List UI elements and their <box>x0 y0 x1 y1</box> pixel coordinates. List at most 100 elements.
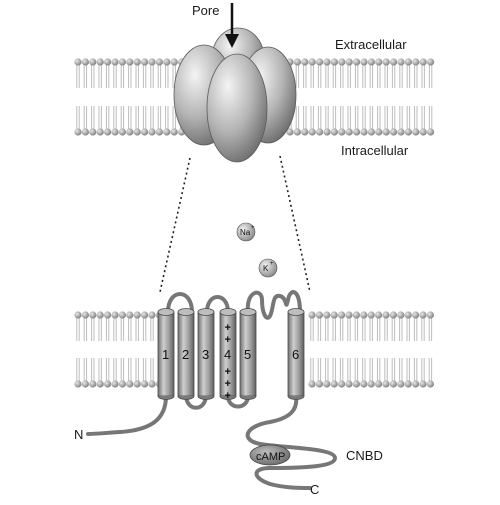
lipid-head <box>367 311 375 319</box>
lipid-head <box>330 311 338 319</box>
n-terminus-tail <box>86 394 168 436</box>
membrane-bilayer-top <box>74 58 435 136</box>
lipid-head <box>389 380 397 388</box>
lipid-head <box>89 128 97 136</box>
c-terminus-tail <box>245 394 338 490</box>
lipid-head <box>141 58 149 66</box>
helix-s5: 5 <box>239 308 257 400</box>
pore-loop <box>245 290 302 320</box>
lipid-head <box>155 128 163 136</box>
lipid-head <box>338 128 346 136</box>
intracellular-label: Intracellular <box>341 143 409 158</box>
lipid-head <box>301 128 309 136</box>
lipid-head <box>353 128 361 136</box>
helix-label-s1: 1 <box>162 347 169 362</box>
extracellular-label: Extracellular <box>335 37 407 52</box>
lipid-head <box>323 128 331 136</box>
lipid-head <box>390 58 398 66</box>
zoom-line-right <box>279 155 311 293</box>
lipid-head <box>330 380 338 388</box>
lipid-head <box>118 380 126 388</box>
helix-top-cap <box>239 308 257 316</box>
lipid-head <box>427 58 435 66</box>
pore-arrow <box>225 3 239 48</box>
lipid-head <box>104 58 112 66</box>
lipid-head <box>111 380 119 388</box>
lipid-head <box>367 128 375 136</box>
lipid-head <box>308 128 316 136</box>
lipid-head <box>141 128 149 136</box>
lipid-head <box>419 128 427 136</box>
lipid-head <box>315 380 323 388</box>
lipid-head <box>141 380 149 388</box>
lipid-head <box>352 380 360 388</box>
lipid-head <box>375 380 383 388</box>
lipid-head <box>316 58 324 66</box>
lipid-head <box>323 58 331 66</box>
lipid-head <box>315 311 323 319</box>
lipid-head <box>375 128 383 136</box>
potassium-symbol: K <box>263 264 269 273</box>
lipid-head <box>367 380 375 388</box>
lipid-head <box>74 311 82 319</box>
lipid-head <box>111 128 119 136</box>
helix-s1: 1 <box>157 308 175 400</box>
lipid-head <box>308 380 316 388</box>
lipid-head <box>360 380 368 388</box>
helix-top-cap <box>287 308 305 316</box>
lipid-head <box>89 311 97 319</box>
lipid-head <box>367 58 375 66</box>
lipid-head <box>170 128 178 136</box>
lipid-head <box>419 311 427 319</box>
lipid-head <box>382 311 390 319</box>
lipid-head <box>338 311 346 319</box>
lipid-head <box>412 311 420 319</box>
lipid-head <box>155 58 163 66</box>
sodium-symbol: Na <box>240 228 251 237</box>
lipid-head <box>426 311 434 319</box>
helix-top-cap <box>219 308 237 316</box>
lipid-head <box>89 58 97 66</box>
helix-bottom-cap <box>219 395 237 400</box>
lipid-head <box>118 128 126 136</box>
n-terminus-label: N <box>74 427 83 442</box>
helix-label-s5: 5 <box>244 347 251 362</box>
lipid-head <box>382 58 390 66</box>
helix-label-s3: 3 <box>202 347 209 362</box>
lipid-head <box>293 128 301 136</box>
helix-s4: 4 <box>219 308 237 400</box>
helix-bottom-cap <box>177 395 195 400</box>
helix-s3: 3 <box>197 308 215 400</box>
lipid-head <box>133 128 141 136</box>
lipid-head <box>133 380 141 388</box>
lipid-head <box>345 380 353 388</box>
potassium-charge: + <box>270 261 274 267</box>
lipid-head <box>148 58 156 66</box>
lipid-head <box>426 380 434 388</box>
cnbd-label: CNBD <box>346 448 383 463</box>
lipid-head <box>375 311 383 319</box>
lipid-head <box>316 128 324 136</box>
lipid-head <box>163 128 171 136</box>
lipid-head <box>360 311 368 319</box>
lipid-head <box>330 58 338 66</box>
lipid-head <box>412 380 420 388</box>
helix-bottom-cap <box>287 395 305 400</box>
lipid-head <box>397 128 405 136</box>
lipid-head <box>170 58 178 66</box>
lipid-head <box>397 58 405 66</box>
lipid-head <box>397 311 405 319</box>
s4-voltage-sensor-charges: +++++ <box>225 322 231 402</box>
lipid-head <box>118 311 126 319</box>
lipid-head <box>133 58 141 66</box>
helix-label-s2: 2 <box>182 347 189 362</box>
lipid-head <box>330 128 338 136</box>
loop-s1-s2-extracellular <box>166 292 194 314</box>
lipid-head <box>126 58 134 66</box>
helix-s6: 6 <box>287 308 305 400</box>
lipid-head <box>163 58 171 66</box>
lipid-head <box>126 311 134 319</box>
lipid-head <box>148 311 156 319</box>
s4-charge: + <box>225 334 231 346</box>
